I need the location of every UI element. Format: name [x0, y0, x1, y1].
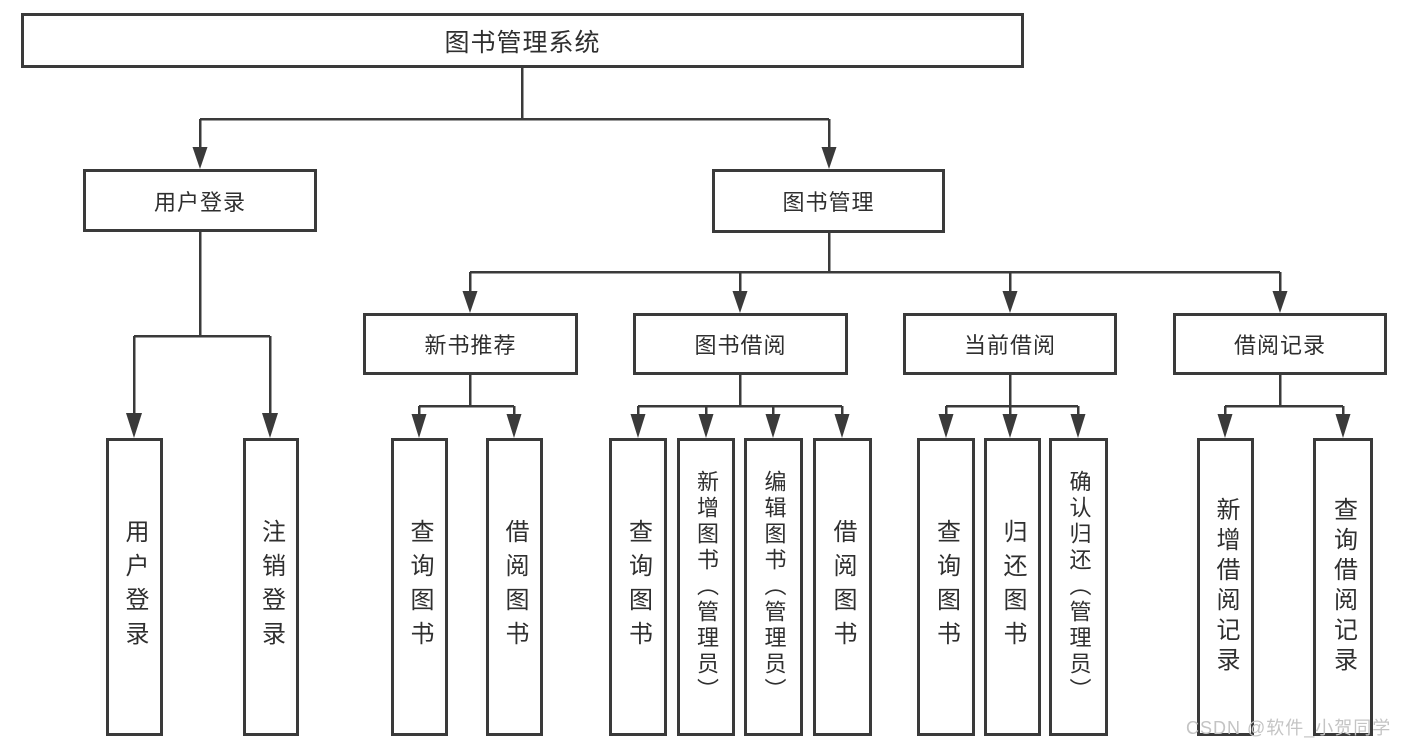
- node-label: 查询图书: [406, 519, 433, 655]
- node-label: 注销登录: [257, 519, 285, 655]
- node-leaf-bb-query-books: 查询图书: [609, 438, 667, 736]
- node-leaf-bb-edit-books-admin: 编辑图书（管理员）: [744, 438, 803, 736]
- node-book-management: 图书管理: [712, 169, 945, 233]
- node-label: 新增图书（管理员）: [694, 470, 719, 704]
- arrowheads: [126, 147, 1351, 438]
- node-leaf-logout: 注销登录: [243, 438, 299, 736]
- node-user-login: 用户登录: [83, 169, 317, 232]
- node-leaf-cb-query-books: 查询图书: [917, 438, 975, 736]
- node-book-borrow: 图书借阅: [633, 313, 848, 375]
- node-label: 借阅记录: [1233, 333, 1326, 358]
- node-leaf-cb-return-books: 归还图书: [984, 438, 1041, 736]
- csdn-watermark: CSDN @软件_小贺同学: [1186, 718, 1392, 738]
- node-label: 查询借阅记录: [1329, 497, 1357, 677]
- node-leaf-nbr-query-books: 查询图书: [391, 438, 448, 736]
- node-new-book-recommend: 新书推荐: [363, 313, 578, 375]
- node-leaf-cb-confirm-return-admin: 确认归还（管理员）: [1049, 438, 1108, 736]
- node-label: 新增借阅记录: [1212, 497, 1239, 677]
- node-label: 确认归还（管理员）: [1066, 470, 1092, 704]
- node-label: 当前借阅: [963, 333, 1056, 358]
- node-label: 用户登录: [153, 189, 246, 215]
- node-label: 查询图书: [624, 519, 652, 655]
- node-borrow-records: 借阅记录: [1173, 313, 1387, 375]
- node-label: 查询图书: [932, 519, 960, 655]
- node-label: 借阅图书: [829, 519, 856, 655]
- node-leaf-nbr-borrow-books: 借阅图书: [486, 438, 543, 736]
- node-leaf-user-login: 用户登录: [106, 438, 163, 736]
- node-label: 归还图书: [999, 519, 1026, 655]
- node-label: 图书借阅: [694, 333, 787, 358]
- node-label: 图书管理: [782, 190, 875, 215]
- node-root-library-system: 图书管理系统: [21, 13, 1024, 68]
- node-leaf-bb-borrow-books: 借阅图书: [813, 438, 872, 736]
- node-leaf-bb-add-books-admin: 新增图书（管理员）: [677, 438, 735, 736]
- node-current-borrow: 当前借阅: [903, 313, 1117, 375]
- node-label: 新书推荐: [424, 333, 517, 358]
- node-label: 借阅图书: [501, 519, 528, 655]
- node-label: 编辑图书（管理员）: [761, 470, 787, 704]
- node-leaf-br-add-borrow-record: 新增借阅记录: [1197, 438, 1254, 736]
- node-label: 图书管理系统: [444, 28, 601, 57]
- node-label: 用户登录: [121, 519, 148, 655]
- node-leaf-br-query-borrow-record: 查询借阅记录: [1313, 438, 1373, 736]
